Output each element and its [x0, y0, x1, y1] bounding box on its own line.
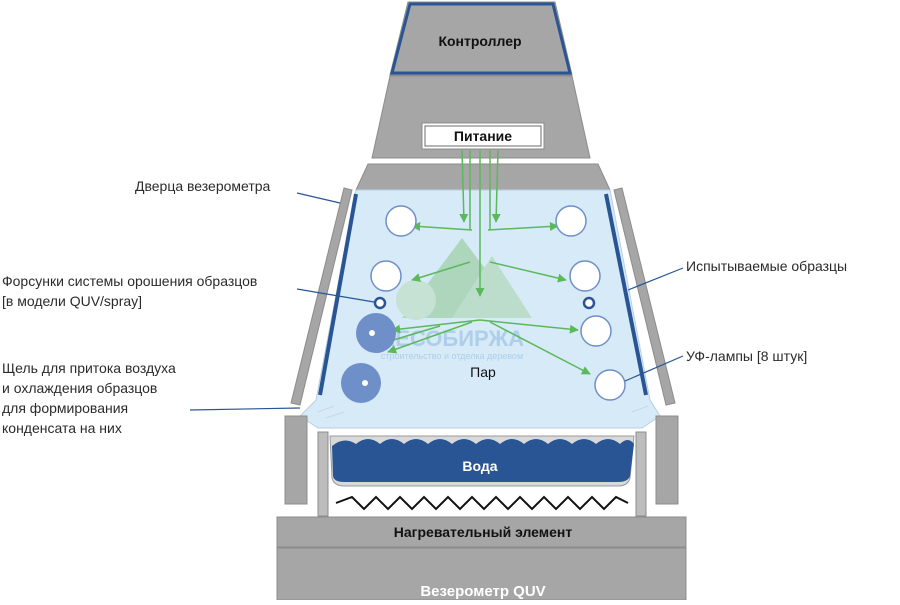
- sample-panel-right: [604, 193, 648, 396]
- callout-samples: Испытываемые образцы: [686, 258, 848, 274]
- steam-arrows: [379, 149, 591, 375]
- sample-right-4: [594, 369, 626, 401]
- nozzle-left: [373, 296, 387, 310]
- sample-left-1: [385, 205, 417, 237]
- heating-coil: [335, 495, 629, 511]
- door-right: [613, 187, 676, 406]
- sample-panel-left: [318, 193, 358, 396]
- uv-lamps: [341, 313, 396, 403]
- controller-label: Контроллер: [438, 33, 521, 49]
- sample-right-3: [580, 315, 612, 347]
- callout-leaders: [189, 192, 684, 411]
- base-unit: Везерометр QUV: [276, 547, 687, 601]
- water-label: Вода: [462, 458, 497, 474]
- door-left: [290, 187, 353, 406]
- callout-door: Дверца везерометра: [135, 178, 271, 194]
- controller-box: Контроллер: [389, 1, 573, 76]
- leg-right: [635, 431, 647, 517]
- callout-air-slot: Щель для притока воздуха и охлаждения об…: [2, 360, 176, 436]
- chamber-lid: [355, 163, 611, 191]
- heater-bar: Нагревательный элемент: [276, 516, 687, 548]
- sample-left-2: [370, 260, 402, 292]
- leg-left: [317, 431, 329, 517]
- watermark-tagline: строительство и отделка деревом: [381, 351, 523, 361]
- callout-nozzles: Форсунки системы орошения образцов [в мо…: [2, 273, 258, 309]
- callout-uv-lamps: УФ-лампы [8 штук]: [686, 348, 808, 364]
- heater-label: Нагревательный элемент: [394, 524, 573, 540]
- air-flow-marks: [317, 405, 649, 419]
- power-section: Питание: [371, 75, 591, 159]
- support-left: [284, 415, 308, 505]
- sample-right-1: [555, 205, 587, 237]
- support-right: [655, 415, 679, 505]
- base-label: Везерометр QUV: [420, 583, 545, 600]
- power-label: Питание: [454, 128, 512, 144]
- steam-label: Пар: [470, 364, 496, 380]
- nozzle-right: [582, 296, 596, 310]
- water-basin: Вода: [329, 435, 635, 487]
- test-samples: [370, 205, 626, 401]
- sample-right-2: [569, 260, 601, 292]
